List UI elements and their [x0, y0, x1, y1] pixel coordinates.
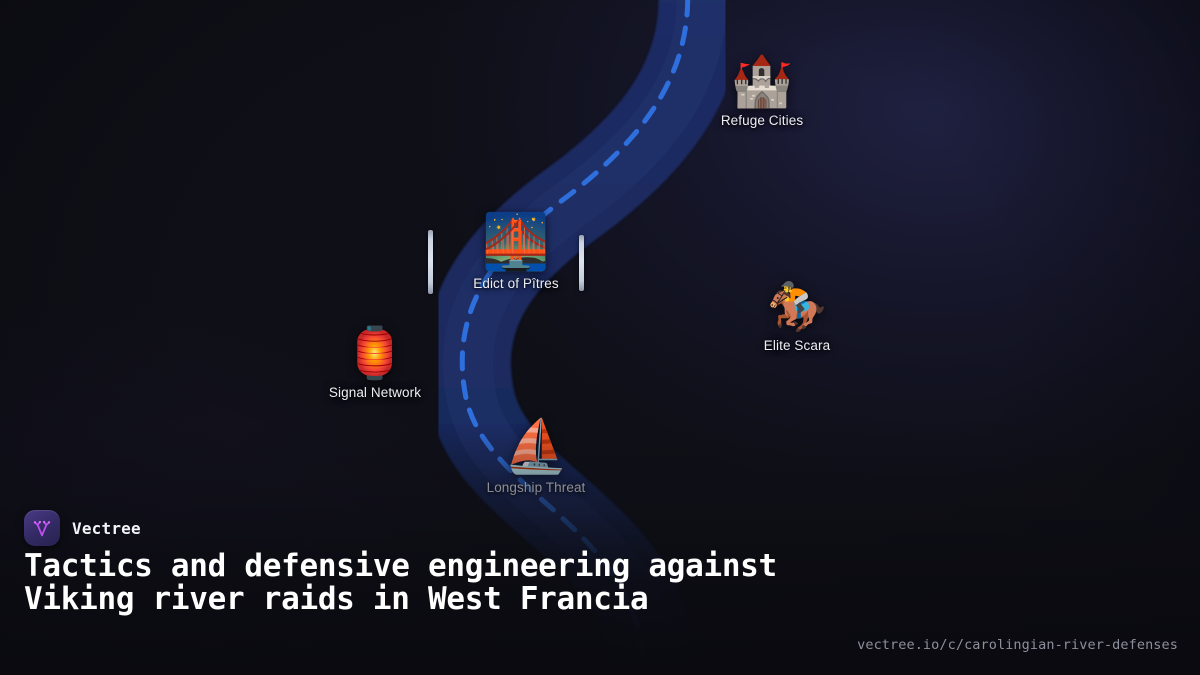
sailboat-icon: ⛵: [503, 417, 569, 477]
brand-name: Vectree: [72, 518, 141, 538]
brand-lockup[interactable]: Vectree: [24, 510, 141, 546]
vectree-v-tree-icon: [24, 510, 60, 546]
map-node-elite-scara[interactable]: 🏇 Elite Scara: [764, 283, 830, 353]
map-node-label: Longship Threat: [486, 480, 586, 495]
map-node-signal-network[interactable]: 🏮 Signal Network: [329, 328, 421, 400]
horse-racing-icon: 🏇: [767, 279, 827, 335]
page-title: Tactics and defensive engineering agains…: [24, 548, 777, 617]
bridge-at-night-icon: 🌉: [482, 210, 550, 273]
map-node-refuge-cities[interactable]: 🏰 Refuge Cities: [721, 56, 803, 128]
share-url: vectree.io/c/carolingian-river-defenses: [857, 637, 1178, 653]
map-node-longship-threat[interactable]: ⛵ Longship Threat: [487, 421, 586, 495]
castle-icon: 🏰: [730, 52, 794, 110]
palisade-post-icon-right: [579, 235, 584, 291]
map-node-edict-of-pitres[interactable]: 🌉 Edict of Pîtres: [473, 210, 559, 292]
map-node-label: Refuge Cities: [720, 113, 804, 128]
map-node-label: Edict of Pîtres: [473, 276, 559, 291]
map-node-label: Signal Network: [328, 385, 422, 400]
red-paper-lantern-icon: 🏮: [343, 324, 407, 382]
map-node-label: Elite Scara: [763, 338, 831, 353]
palisade-post-icon-left: [428, 230, 433, 294]
